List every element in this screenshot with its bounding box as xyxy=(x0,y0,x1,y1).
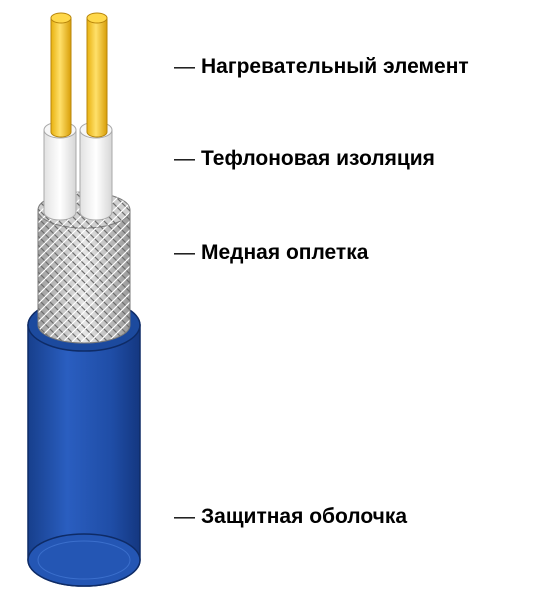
label-heating-element: — Нагревательный элемент xyxy=(174,55,469,79)
leader-dash: — xyxy=(174,505,195,528)
leader-dash: — xyxy=(174,55,195,78)
leader-dash: — xyxy=(174,241,195,264)
label-protective-sheath: — Защитная оболочка xyxy=(174,505,407,529)
label-copper-braid-text: Медная оплетка xyxy=(201,241,369,264)
label-protective-sheath-text: Защитная оболочка xyxy=(201,505,408,528)
label-teflon-insulation-text: Тефлоновая изоляция xyxy=(201,147,435,170)
label-heating-element-text: Нагревательный элемент xyxy=(201,55,469,78)
label-teflon-insulation: — Тефлоновая изоляция xyxy=(174,147,435,171)
label-copper-braid: — Медная оплетка xyxy=(174,241,368,265)
heating-element xyxy=(50,12,108,138)
leader-dash: — xyxy=(174,147,195,170)
